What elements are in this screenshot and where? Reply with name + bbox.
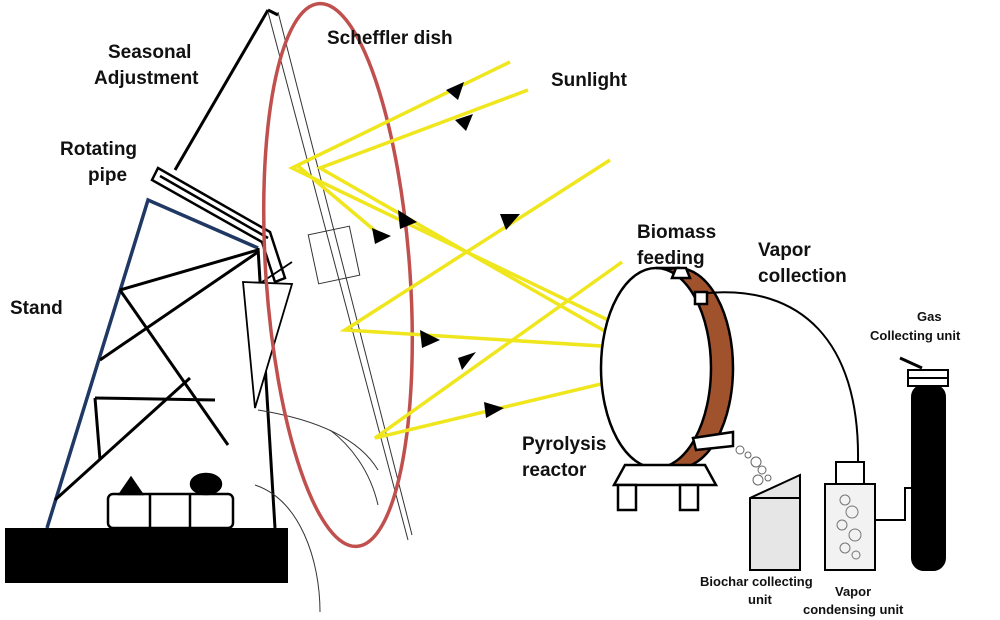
label-vapor-collection-1: Vapor (758, 240, 811, 261)
ray-arrows (372, 82, 520, 418)
stand-frame (45, 197, 259, 529)
label-biomass-1: Biomass (637, 222, 716, 243)
label-vapor-condensing-1: Vapor (835, 584, 871, 599)
scheffler-dish (261, 1, 415, 549)
pyrolysis-reactor[interactable] (599, 266, 735, 470)
rotating-pipe (150, 166, 287, 284)
label-vapor-condensing-2: condensing unit (803, 602, 904, 617)
label-gas-2: Collecting unit (870, 328, 961, 343)
label-vapor-collection-2: collection (758, 266, 847, 287)
label-biomass-2: feeding (637, 248, 705, 269)
label-rotating-2: pipe (88, 165, 127, 186)
ground-base (5, 528, 288, 583)
vapor-condensing-unit[interactable] (824, 461, 876, 571)
gas-connector (875, 487, 912, 521)
vapor-collection-pipe (706, 291, 860, 463)
reactor-stand (611, 463, 719, 512)
label-rotating-1: Rotating (60, 139, 137, 160)
label-seasonal-2: Adjustment (94, 68, 199, 89)
label-stand: Stand (10, 298, 63, 319)
label-biochar-1: Biochar collecting (700, 574, 813, 589)
label-pyrolysis-1: Pyrolysis (522, 434, 607, 455)
biochar-particles (735, 445, 772, 486)
biochar-collecting-unit[interactable] (749, 473, 801, 571)
label-scheffler-dish: Scheffler dish (327, 28, 453, 49)
gas-collecting-unit[interactable] (899, 356, 949, 571)
label-seasonal-1: Seasonal (108, 42, 191, 63)
dish-axis (254, 11, 413, 613)
label-biochar-2: unit (748, 592, 772, 607)
label-pyrolysis-2: reactor (522, 460, 587, 481)
sunlight-rays (287, 60, 669, 440)
drive-unit (106, 472, 235, 530)
label-sunlight: Sunlight (551, 70, 628, 91)
label-gas-1: Gas (917, 309, 942, 324)
